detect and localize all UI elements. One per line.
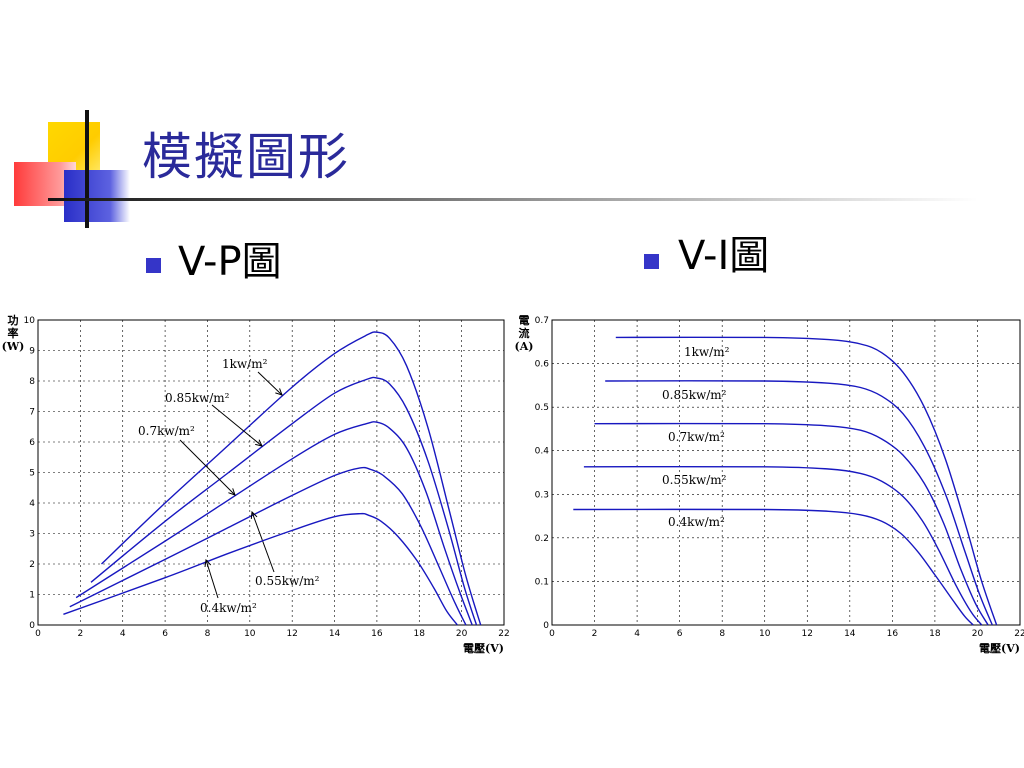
x-tick-label: 6 — [162, 629, 168, 639]
series-label: 0.7kw/m² — [138, 424, 195, 438]
y-tick-label: 0.3 — [535, 490, 549, 500]
annotation-arrow — [251, 511, 275, 573]
series-label: 0.4kw/m² — [200, 601, 257, 615]
y-tick-label: 0.7 — [535, 316, 549, 326]
series-label: 0.85kw/m² — [662, 388, 727, 402]
y-tick-label: 8 — [29, 377, 35, 387]
x-tick-label: 12 — [802, 629, 813, 639]
annotation-arrow — [211, 404, 263, 447]
x-tick-label: 20 — [972, 629, 984, 639]
x-tick-label: 0 — [35, 629, 41, 639]
y-tick-label: 0 — [543, 621, 549, 631]
series-label: 0.55kw/m² — [255, 574, 320, 588]
series-label: 0.4kw/m² — [668, 515, 725, 529]
y-tick-label: 3 — [29, 530, 35, 540]
x-tick-label: 2 — [592, 629, 598, 639]
y-tick-label: 0 — [29, 621, 35, 631]
annotation-arrowhead — [250, 510, 258, 520]
x-tick-label: 2 — [77, 629, 83, 639]
x-tick-label: 10 — [759, 629, 771, 639]
x-tick-label: 10 — [244, 629, 256, 639]
x-tick-label: 4 — [120, 629, 126, 639]
annotation-arrowhead — [228, 488, 236, 496]
x-tick-label: 4 — [634, 629, 640, 639]
decor-vertical-line — [85, 110, 89, 228]
x-tick-label: 8 — [719, 629, 725, 639]
slide-title: 模擬圖形 — [142, 128, 350, 186]
x-axis-label: 電壓(V) — [979, 642, 1020, 655]
bullet-vi-label: V-I圖 — [678, 233, 770, 279]
y-tick-label: 0.5 — [535, 403, 549, 413]
x-tick-label: 18 — [929, 629, 941, 639]
bullet-square-icon — [644, 254, 659, 269]
plot-frame — [37, 319, 505, 626]
annotation-arrowhead — [204, 558, 212, 567]
y-tick-label: 0.2 — [535, 534, 549, 544]
series-curve — [583, 465, 983, 626]
y-tick-label: 1 — [29, 591, 35, 601]
x-tick-label: 0 — [549, 629, 555, 639]
x-tick-label: 22 — [498, 629, 509, 639]
annotation-arrow — [257, 371, 283, 396]
x-tick-label: 20 — [456, 629, 468, 639]
x-tick-label: 6 — [677, 629, 683, 639]
y-tick-label: 6 — [29, 438, 35, 448]
decor-blue-square — [64, 170, 130, 222]
title-underline — [48, 198, 978, 201]
series-label: 1kw/m² — [684, 345, 730, 359]
y-tick-label: 0.4 — [535, 447, 550, 457]
y-tick-label: 7 — [29, 408, 35, 418]
y-axis-label: 功率(W) — [2, 313, 25, 353]
y-tick-label: 5 — [29, 469, 35, 479]
annotation-arrow — [179, 439, 236, 496]
y-tick-label: 0.1 — [535, 577, 549, 587]
annotation-arrowhead — [255, 439, 263, 447]
series-curve — [63, 512, 458, 626]
series-curve — [101, 331, 482, 626]
series-curve — [69, 466, 467, 626]
annotation-arrowhead — [275, 388, 283, 396]
series-curve — [75, 421, 473, 626]
x-tick-label: 12 — [286, 629, 297, 639]
x-tick-label: 18 — [414, 629, 426, 639]
x-axis-label: 電壓(V) — [463, 642, 504, 655]
y-tick-label: 2 — [29, 560, 35, 570]
x-tick-label: 16 — [371, 629, 383, 639]
y-axis-label: 電流(A) — [515, 314, 534, 353]
y-tick-label: 9 — [29, 347, 35, 357]
series-curve — [605, 380, 993, 626]
plot-frame — [551, 319, 1021, 626]
x-tick-label: 16 — [887, 629, 899, 639]
y-tick-label: 0.6 — [535, 360, 550, 370]
annotation-arrow — [205, 559, 219, 599]
series-label: 1kw/m² — [222, 357, 268, 371]
series-curve — [90, 376, 478, 626]
series-curve — [594, 422, 989, 626]
x-tick-label: 22 — [1014, 629, 1024, 639]
x-tick-label: 8 — [205, 629, 211, 639]
series-curve — [573, 508, 974, 626]
x-tick-label: 14 — [844, 629, 856, 639]
x-tick-label: 14 — [329, 629, 341, 639]
bullet-square-icon — [146, 258, 161, 273]
y-tick-label: 4 — [29, 499, 35, 509]
vi-chart: 0 2 4 6 8 10 12 14 16 18 20 22 0 0.1 0.2 0.3 0.4 0.5 0.6 0.… — [515, 314, 1024, 655]
series-label: 0.55kw/m² — [662, 473, 727, 487]
y-tick-label: 10 — [24, 316, 36, 326]
series-curve — [615, 336, 998, 626]
bullet-vp-label: V-P圖 — [178, 239, 282, 285]
series-label: 0.85kw/m² — [165, 391, 230, 405]
series-label: 0.7kw/m² — [668, 430, 725, 444]
